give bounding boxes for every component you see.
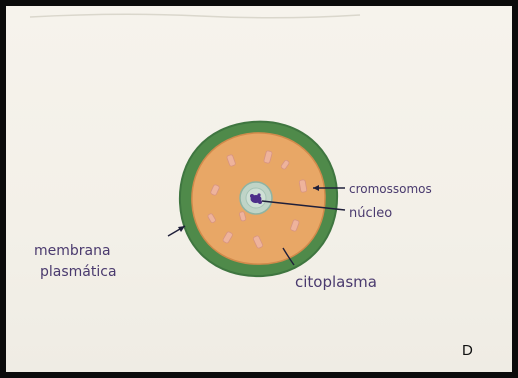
label-membrane-line1: membrana bbox=[34, 243, 111, 259]
label-membrane-line2: plasmática bbox=[40, 264, 117, 280]
label-cytoplasm: citoplasma bbox=[295, 273, 377, 291]
label-nucleus: núcleo bbox=[349, 206, 392, 221]
paper-crease-top bbox=[30, 14, 360, 18]
label-chromosomes: cromossomos bbox=[349, 182, 432, 196]
panel-letter: D bbox=[462, 342, 473, 359]
